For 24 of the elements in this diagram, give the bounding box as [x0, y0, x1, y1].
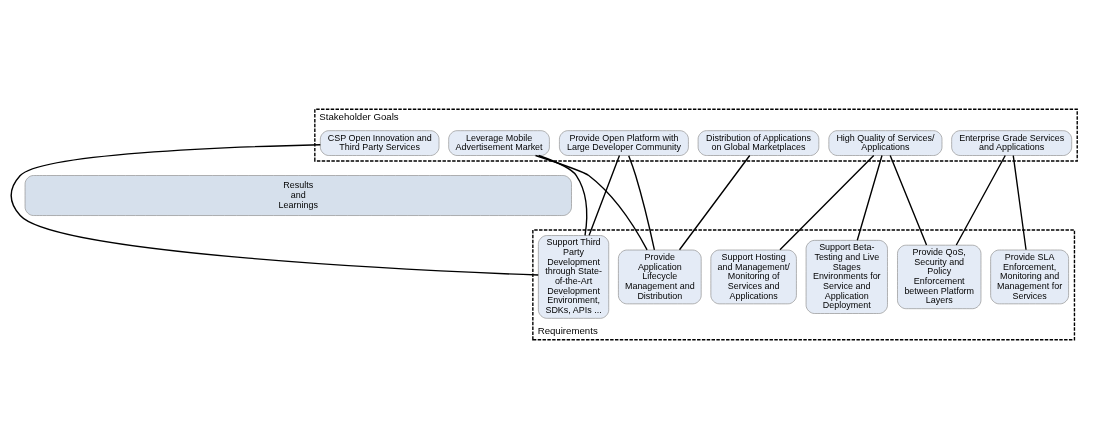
node-box: Support Beta-Testing and Live Stages Environments for Service and Application Deployment: [805, 239, 888, 314]
node-box: Distribution of Applications on Global Marketplaces: [697, 129, 820, 156]
connector: [678, 154, 751, 250]
connector: [856, 154, 883, 241]
node-box: Leverage Mobile Advertisement Market: [448, 129, 550, 156]
connector: [955, 154, 1006, 246]
node-box: Results and Learnings: [24, 174, 572, 216]
node-box: Provide Application Lifecycle Management and Distribution: [618, 249, 702, 304]
node-box: Support Hosting and Management/ Monitoring of Services and Applications: [710, 249, 797, 304]
connector: [1012, 154, 1027, 250]
connector: [534, 154, 648, 250]
node-box: Provide QoS, Security and Policy Enforcement between Platform Layers: [897, 244, 982, 309]
connector: [10, 143, 539, 276]
node-box: Provide SLA Enforcement, Monitoring and Management for Services: [990, 249, 1069, 304]
node-box: High Quality of Services/ Applications: [828, 129, 943, 156]
node-box: Support Third Party Development through State-of-the-Art Development Environment, SDKs, APIs ...: [538, 234, 610, 319]
connector: [588, 154, 621, 236]
connector: [779, 154, 875, 250]
connector: [538, 154, 588, 236]
node-box: Provide Open Platform with Large Developer Community: [559, 129, 689, 156]
connector: [889, 154, 928, 246]
node-box: CSP Open Innovation and Third Party Services: [320, 129, 440, 156]
connector: [628, 154, 656, 251]
node-box: Enterprise Grade Services and Applications: [951, 129, 1073, 156]
